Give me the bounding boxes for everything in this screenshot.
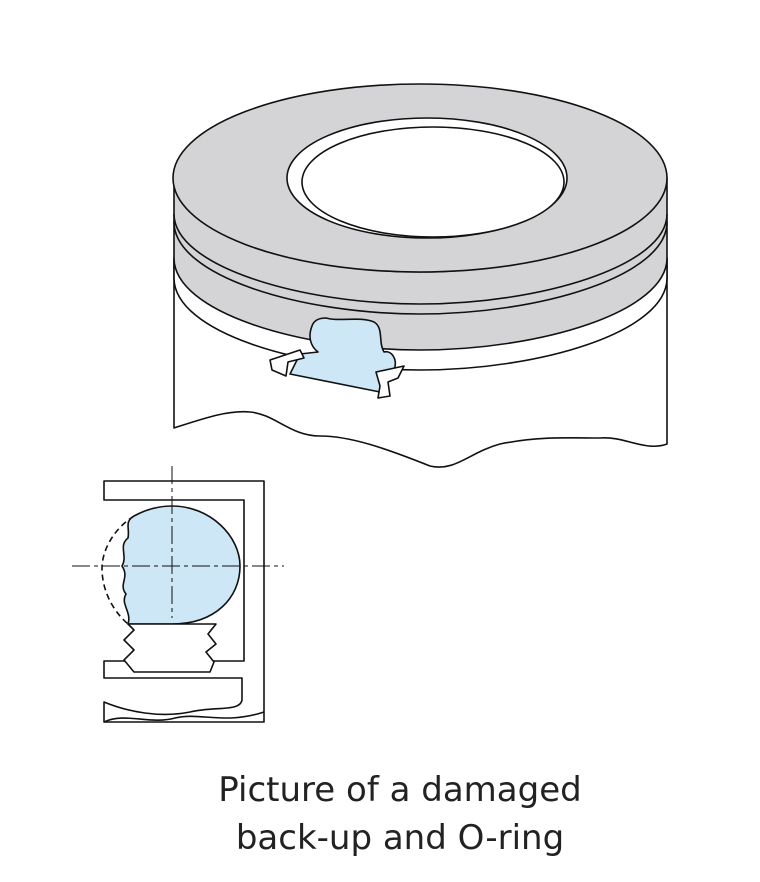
torn-backup-left — [269, 349, 305, 377]
backup-section — [123, 623, 217, 673]
extruded-oring — [289, 317, 397, 393]
missing-material-outline — [101, 515, 135, 625]
piston-assembly — [172, 83, 668, 468]
torn-backup-right — [375, 365, 405, 399]
seal-cross-section — [72, 466, 284, 723]
oring-section — [121, 505, 241, 625]
housing-break-line — [103, 711, 265, 723]
ring-groove-line — [173, 213, 668, 305]
ring-bore-inner — [301, 126, 565, 238]
caption-line-2: back-up and O-ring — [235, 818, 565, 858]
groove-housing — [103, 480, 265, 723]
caption-line-1: Picture of a damaged — [218, 770, 582, 810]
